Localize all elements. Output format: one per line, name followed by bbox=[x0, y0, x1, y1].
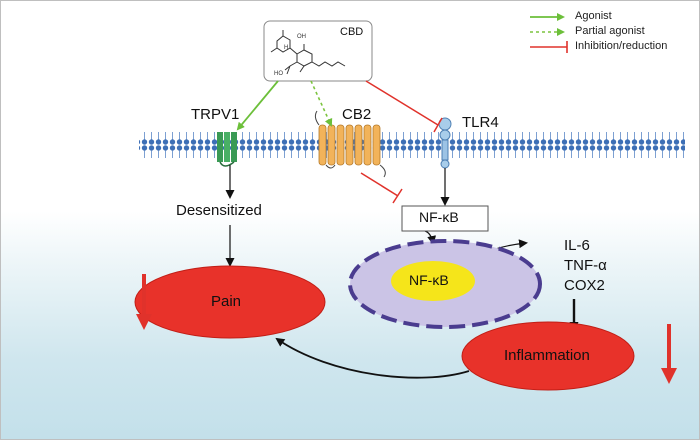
legend-agonist-label: Agonist bbox=[575, 10, 612, 22]
pain-label: Pain bbox=[211, 293, 242, 310]
inflammation-ellipse bbox=[461, 321, 635, 391]
desensitized-label: Desensitized bbox=[176, 202, 262, 219]
legend-inhibition-label: Inhibition/reduction bbox=[575, 40, 668, 52]
trpv1-channel-icon bbox=[217, 132, 237, 167]
cbd-oh-label: OH bbox=[297, 34, 306, 40]
cbd-h-label: H bbox=[284, 45, 289, 51]
decrease-arrow-pain bbox=[136, 274, 152, 330]
agonist-arrow-trpv1 bbox=[236, 80, 279, 131]
cytokine-il6: IL-6 bbox=[564, 237, 590, 254]
pain-ellipse bbox=[134, 265, 326, 339]
cbd-label: CBD bbox=[340, 26, 364, 38]
nfkb-cytoplasm-label: NF-κB bbox=[419, 209, 459, 225]
inhibition-line-cb2-nfkb bbox=[360, 172, 403, 204]
tlr4-label: TLR4 bbox=[462, 114, 499, 131]
cbd-structure-icon bbox=[270, 30, 346, 75]
nfkb-box bbox=[401, 205, 489, 232]
cytokine-tnf-alpha: TNF-α bbox=[564, 257, 607, 274]
nfkb-nucleus-blob bbox=[391, 261, 475, 301]
arrow-inflammation-pain bbox=[275, 337, 470, 379]
cb2-receptor-icon bbox=[314, 110, 386, 178]
decrease-arrow-inflammation bbox=[661, 324, 677, 384]
nfkb-nucleus-label: NF-κB bbox=[409, 272, 449, 288]
cytokine-cox2: COX2 bbox=[564, 277, 605, 294]
partial-agonist-arrow-cb2 bbox=[310, 80, 333, 127]
legend-inhibition-line bbox=[530, 41, 568, 53]
cbd-ho-label: HO bbox=[274, 71, 283, 77]
cb2-label: CB2 bbox=[342, 106, 372, 123]
inhibition-line-tlr4 bbox=[365, 80, 443, 133]
trpv1-label: TRPV1 bbox=[191, 106, 240, 123]
inflammation-label: Inflammation bbox=[504, 347, 590, 364]
legend-partial-agonist-label: Partial agonist bbox=[575, 25, 645, 37]
